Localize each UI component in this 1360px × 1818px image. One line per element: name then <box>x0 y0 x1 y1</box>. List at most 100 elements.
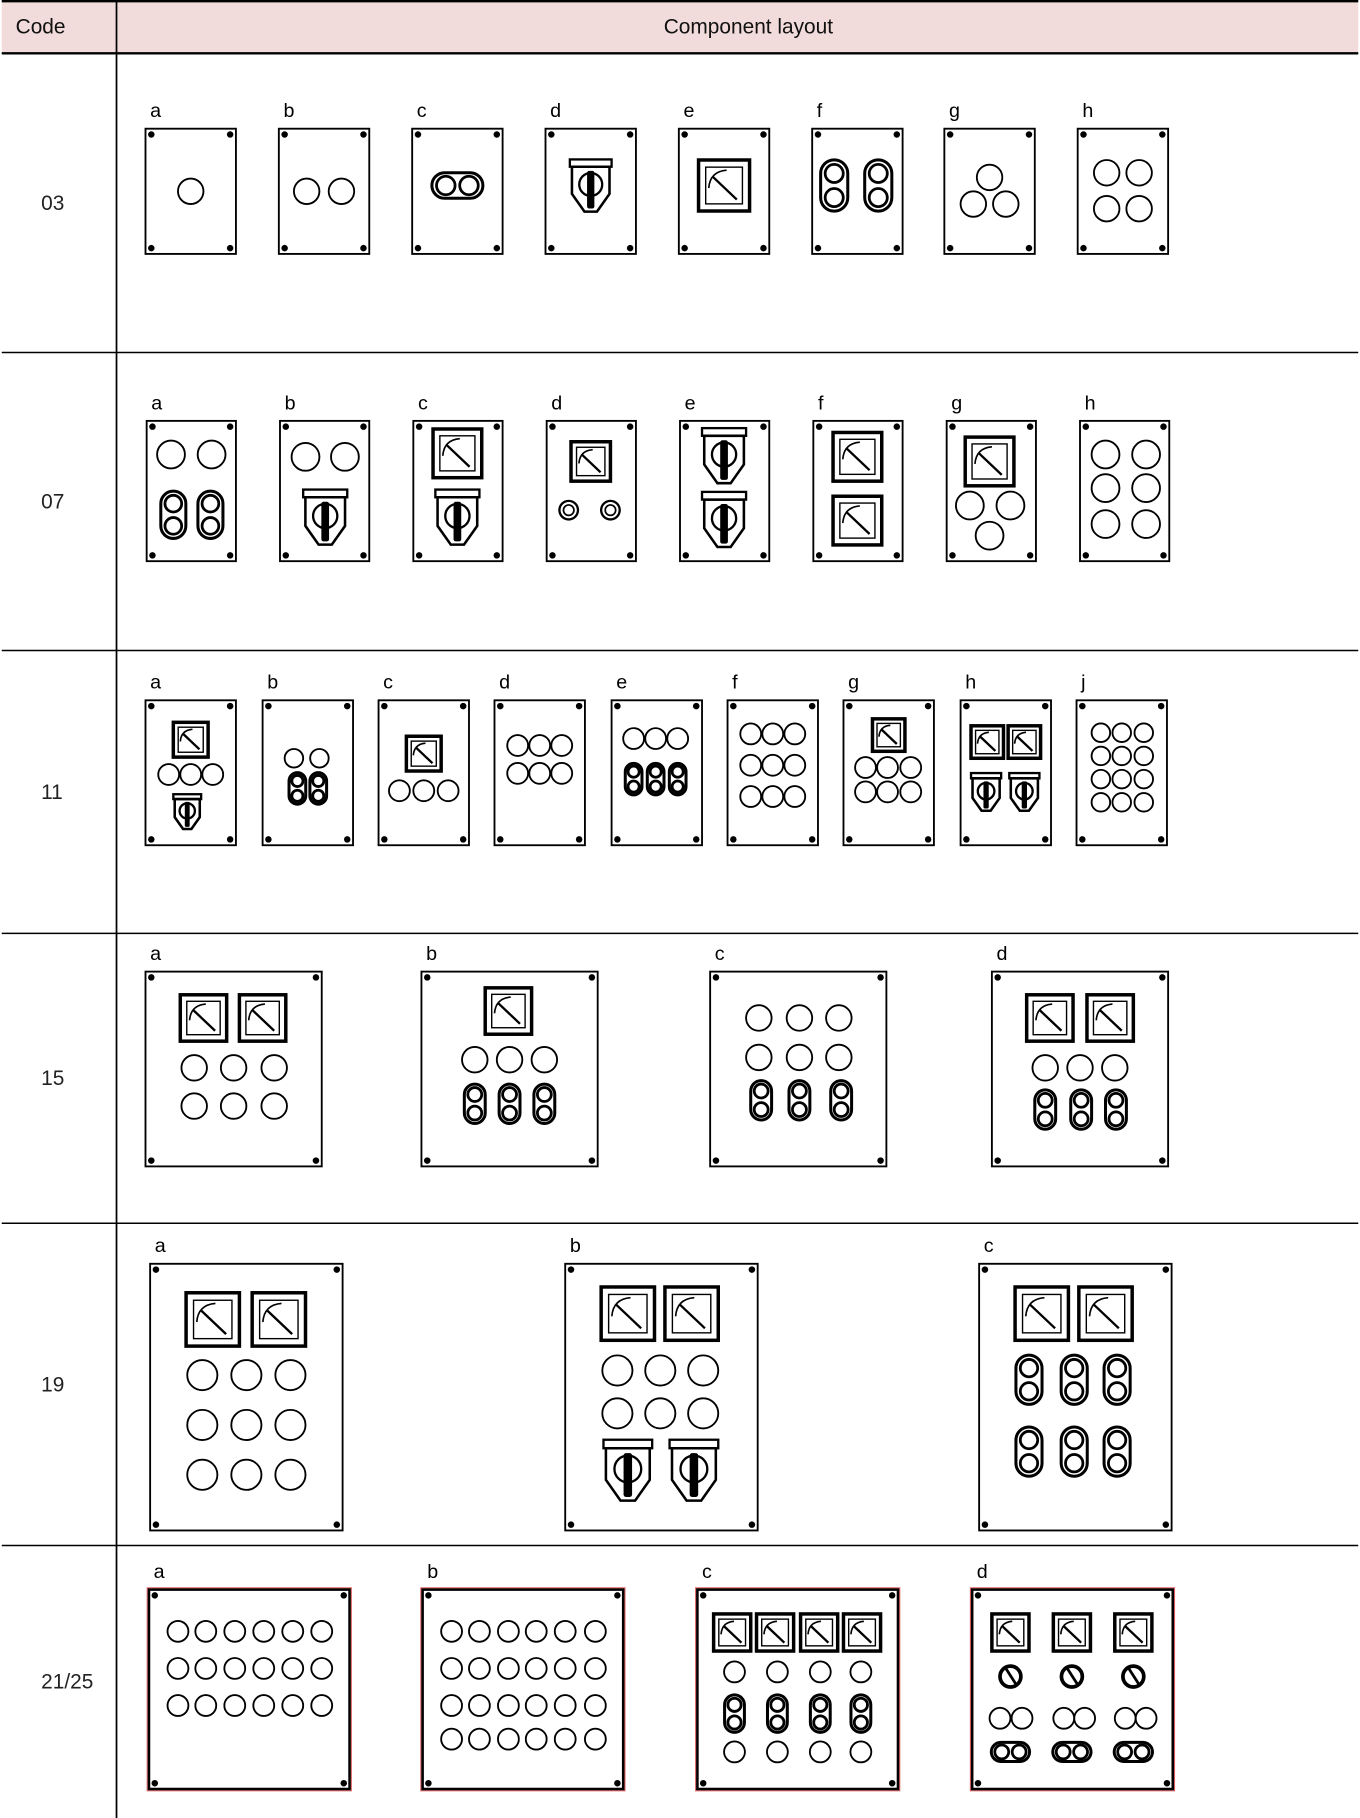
panel-variant[interactable]: d <box>545 392 637 563</box>
panel-variant[interactable]: a <box>144 943 323 1168</box>
ammeter-icon <box>870 717 907 754</box>
panel-variant[interactable]: c <box>412 392 504 563</box>
panel-variant[interactable]: b <box>277 100 371 255</box>
panel-variant[interactable]: c <box>411 100 504 255</box>
rotary-switch-icon <box>568 158 613 213</box>
panel-variant[interactable]: a <box>149 1235 344 1532</box>
screw-icon <box>423 974 431 981</box>
pilot-light-icon <box>550 734 574 757</box>
panel-variant[interactable]: g <box>945 392 1037 563</box>
enclosure-panel <box>545 419 637 563</box>
pilot-light-icon <box>310 1619 334 1643</box>
pilot-light-icon <box>388 779 411 803</box>
panel-variant[interactable]: c <box>377 672 470 847</box>
panel-variant[interactable]: b <box>261 672 354 847</box>
screw-icon <box>148 702 155 710</box>
variant-label: f <box>818 392 824 414</box>
panel-variant[interactable]: e <box>677 100 771 255</box>
screw-icon <box>148 836 155 843</box>
pilot-light-icon <box>530 1046 559 1074</box>
panel-variant[interactable]: d <box>969 1561 1176 1792</box>
push-button-icon <box>863 158 894 213</box>
pilot-light-icon <box>186 1359 219 1392</box>
screw-icon <box>946 244 954 252</box>
screw-icon <box>994 974 1001 981</box>
panel-variant[interactable]: f <box>812 392 904 563</box>
screw-icon <box>1080 131 1087 138</box>
panel-variant[interactable]: b <box>420 943 599 1168</box>
ammeter-icon <box>711 1612 753 1653</box>
screw-icon <box>226 131 234 138</box>
panel-variant[interactable]: g <box>842 672 935 847</box>
panel-variant[interactable]: d <box>544 100 637 255</box>
panel-variant[interactable]: b <box>564 1235 759 1532</box>
ammeter-icon <box>1113 1612 1154 1653</box>
variant-label: a <box>150 672 161 694</box>
screw-icon <box>949 423 956 430</box>
panel-variant[interactable]: c <box>695 1561 901 1792</box>
screw-icon <box>1160 423 1167 430</box>
pilot-light-icon <box>687 1397 720 1430</box>
indicator-ring-icon <box>558 499 580 521</box>
pilot-light-icon <box>849 1660 873 1684</box>
panel-variant[interactable]: c <box>978 1235 1173 1532</box>
variant-label: f <box>732 672 738 694</box>
panel-variant[interactable]: h <box>1076 100 1170 255</box>
screw-icon <box>425 1779 432 1787</box>
push-button-icon <box>1069 1088 1094 1131</box>
rotary-switch-icon <box>172 793 203 831</box>
panel-variant[interactable]: g <box>943 100 1036 255</box>
screw-icon <box>692 836 700 843</box>
screw-icon <box>151 1592 159 1599</box>
panel-variant[interactable]: h <box>1079 392 1171 563</box>
enclosure-panel <box>377 699 470 847</box>
panel-variant[interactable]: f <box>726 672 819 847</box>
panel-variant[interactable]: b <box>420 1561 626 1792</box>
panel-variant[interactable]: b <box>279 392 371 563</box>
pilot-light-icon <box>497 1694 520 1717</box>
pilot-light-icon <box>761 785 785 808</box>
panel-variant[interactable]: f <box>811 100 904 255</box>
variant-label: h <box>1085 392 1096 414</box>
pilot-light-icon <box>553 1727 577 1751</box>
pilot-light-icon <box>1090 439 1121 470</box>
variant-label: g <box>848 672 859 694</box>
ammeter-icon <box>831 430 884 483</box>
panel-variant[interactable]: j <box>1075 672 1168 847</box>
screw-icon <box>1160 552 1167 559</box>
panel-variant[interactable]: d <box>990 943 1170 1168</box>
pilot-light-icon <box>196 439 227 470</box>
screw-icon <box>588 1157 596 1164</box>
variant-label: a <box>155 1235 166 1257</box>
panel-variant[interactable]: e <box>610 672 703 847</box>
screw-icon <box>497 836 504 843</box>
panel-variant[interactable]: e <box>679 392 771 563</box>
panel-variant[interactable]: c <box>709 943 888 1168</box>
panel-variant[interactable]: a <box>144 100 237 255</box>
panel-variant[interactable]: h <box>959 672 1052 847</box>
enclosure-panel <box>726 699 819 847</box>
panel-variant[interactable]: a <box>146 1561 352 1792</box>
pilot-light-icon <box>330 441 360 472</box>
pilot-light-icon <box>1131 509 1161 539</box>
push-button-icon <box>1102 1353 1132 1406</box>
enclosure-panel <box>421 1588 625 1791</box>
screw-icon <box>152 1266 160 1273</box>
pilot-light-icon <box>274 1458 307 1491</box>
push-button-icon <box>196 489 225 540</box>
pilot-light-icon <box>644 727 668 750</box>
push-button-icon <box>1102 1425 1132 1478</box>
panel-variant[interactable]: a <box>144 672 237 847</box>
ammeter-icon <box>963 435 1016 488</box>
pilot-light-icon <box>274 1408 307 1441</box>
enclosure-panel <box>1076 127 1170 255</box>
push-button-icon <box>462 1082 487 1126</box>
pilot-light-icon <box>1131 473 1161 503</box>
panel-variant[interactable]: a <box>145 392 237 563</box>
panel-variant[interactable]: d <box>493 672 586 847</box>
screw-icon <box>148 131 155 138</box>
pilot-light-icon <box>281 1619 305 1643</box>
